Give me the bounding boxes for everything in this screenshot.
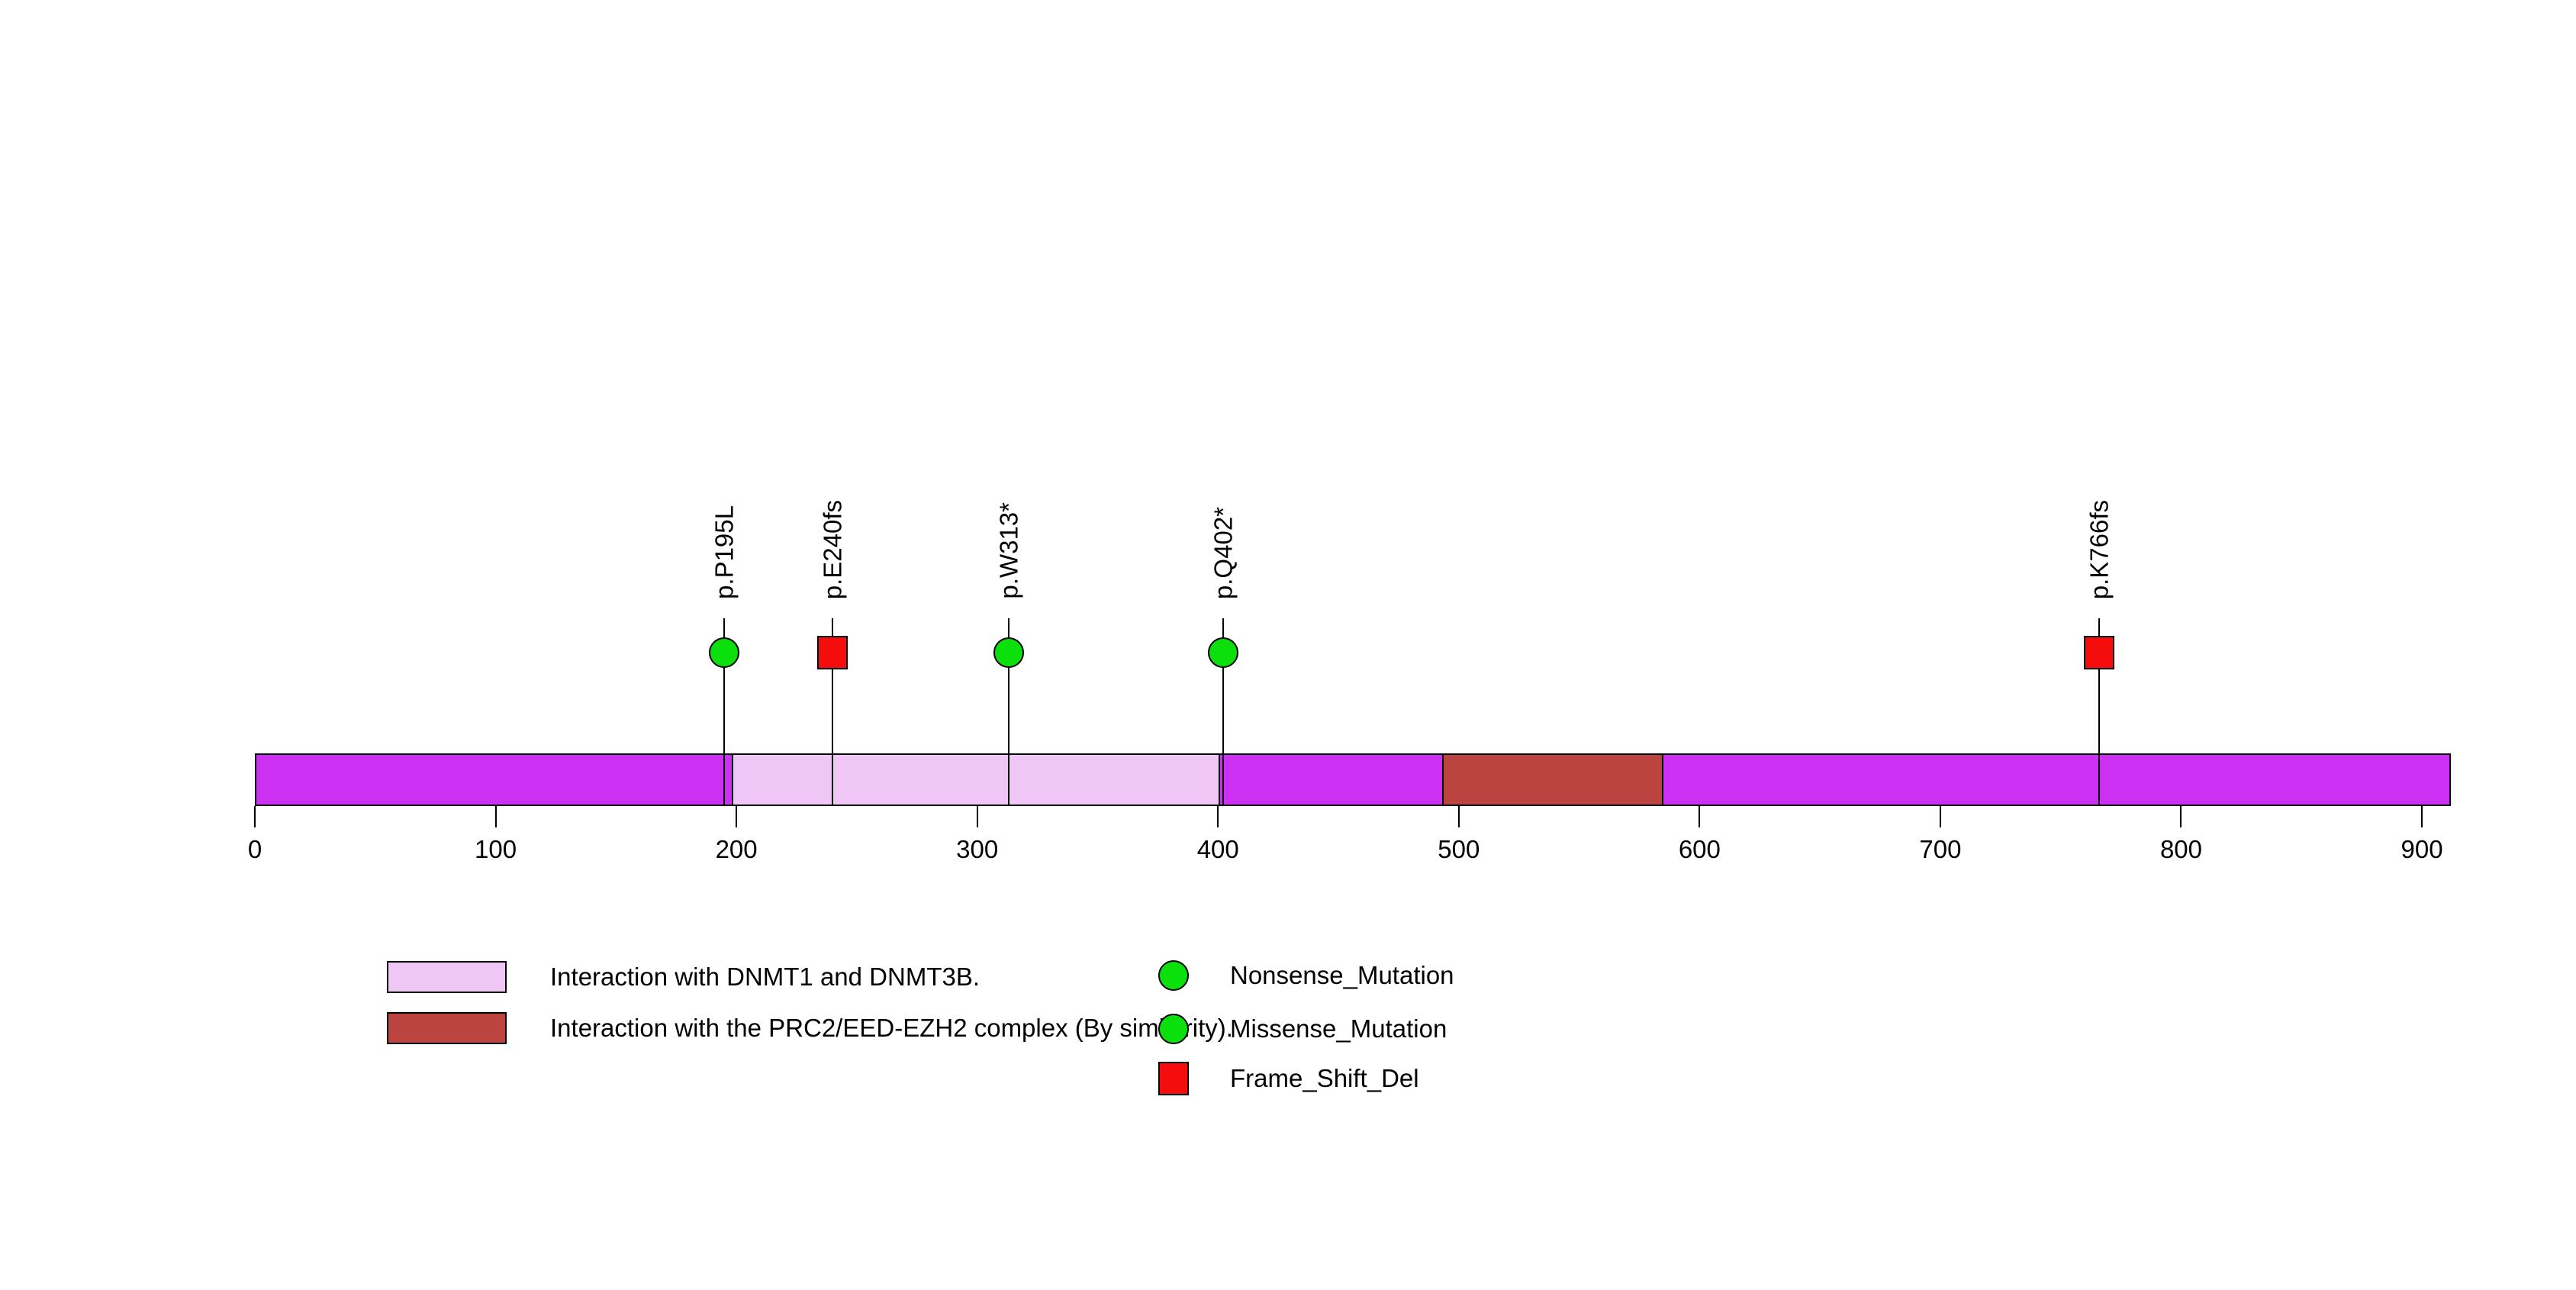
mutation-stem [832,618,834,806]
legend-mutation-label: Missense_Mutation [1230,1014,1447,1043]
protein-bar [255,753,2451,806]
axis-tick [2421,806,2423,827]
axis-tick-label: 200 [715,835,758,863]
mutation-marker-pq402[interactable] [1207,637,1238,668]
axis-tick [254,806,256,827]
legend-domain-label: Interaction with DNMT1 and DNMT3B. [550,963,980,991]
axis-tick-label: 100 [475,835,517,863]
legend-domain-label: Interaction with the PRC2/EED-EZH2 compl… [550,1014,1233,1042]
axis-tick [1939,806,1941,827]
mutation-label: p.E240fs [818,499,847,599]
axis-tick-label: 300 [956,835,999,863]
mutation-stem [723,618,726,806]
axis-tick-label: 800 [2159,835,2202,863]
axis-tick-label: 0 [247,835,262,863]
mutation-stem [2098,618,2101,806]
legend-mutation-label: Nonsense_Mutation [1230,961,1454,989]
axis-tick-label: 400 [1196,835,1239,863]
axis-tick [494,806,497,827]
mutation-stem [1007,618,1009,806]
legend-domain-swatch [387,1012,507,1044]
axis-tick [2180,806,2182,827]
legend-domain-swatch [387,961,507,993]
axis-tick-label: 900 [2401,835,2443,863]
legend-mutation-label: Frame_Shift_Del [1230,1064,1419,1092]
domain-region-1 [731,755,1221,805]
mutation-marker-pe240fs[interactable] [817,636,848,669]
axis-tick-label: 600 [1678,835,1721,863]
axis-tick-label: 500 [1438,835,1480,863]
mutation-marker-pp195l[interactable] [709,637,740,668]
mutation-label: p.P195L [710,505,739,599]
mutation-label: p.K766fs [2085,499,2114,599]
domain-region-2 [1441,755,1664,805]
mutation-label: p.Q402* [1209,506,1238,599]
mutation-label: p.W313* [994,502,1023,599]
legend-mutation-marker [1158,1014,1189,1044]
mutation-marker-pw313[interactable] [993,637,1024,668]
legend-mutation-marker [1158,1062,1189,1095]
axis-tick [1217,806,1219,827]
axis-tick [1699,806,1701,827]
mutation-marker-pk766fs[interactable] [2084,636,2115,669]
legend-mutation-marker [1158,960,1189,991]
axis-tick [1457,806,1460,827]
mutation-stem [1222,618,1224,806]
axis-tick-label: 700 [1919,835,1962,863]
axis-tick [976,806,978,827]
axis-tick [736,806,738,827]
